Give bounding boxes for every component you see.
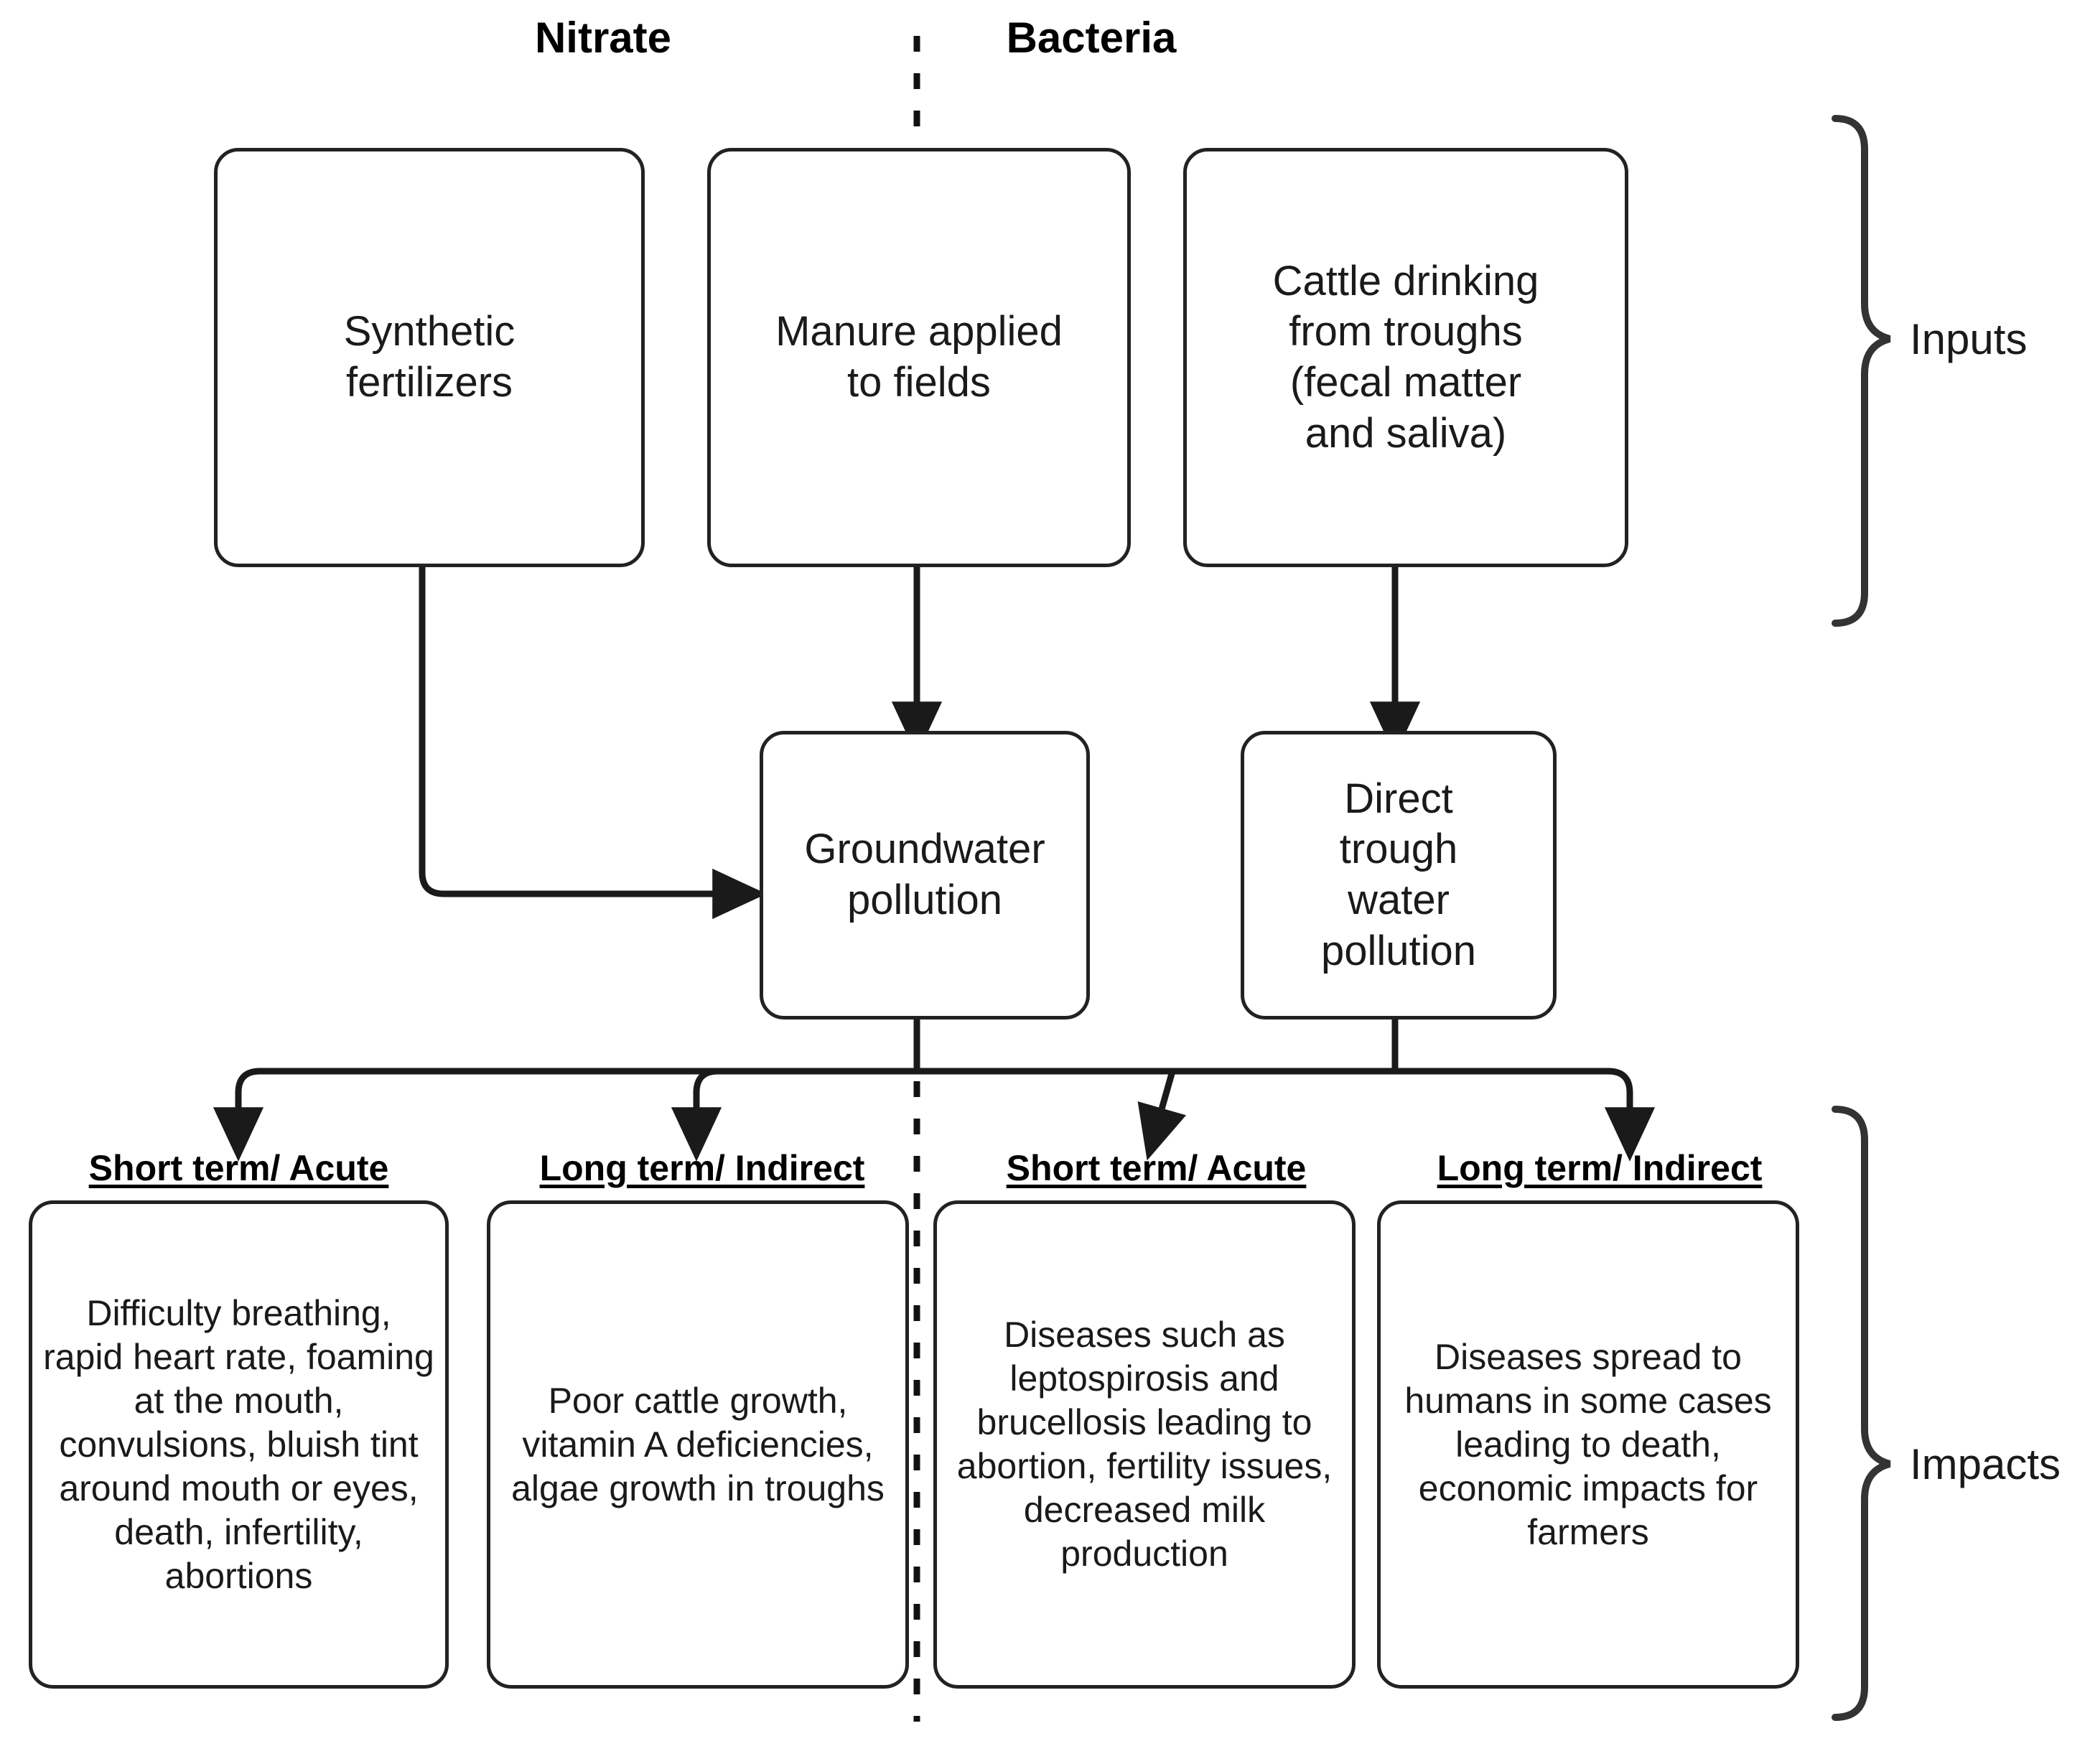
node-direct-trough-water-pollution-label: Direct trough water pollution — [1320, 775, 1477, 974]
impact-header-bacteria-long-term: Long term/ Indirect — [1437, 1148, 1763, 1188]
node-synthetic-fertilizers[interactable]: Synthetic fertilizers — [214, 148, 645, 567]
node-impact-nitrate-short-term-body: Difficulty breathing, rapid heart rate, … — [43, 1292, 434, 1596]
node-groundwater-pollution-label: Groundwater pollution — [804, 826, 1045, 923]
connector-bus-to-bacteria-long-term — [1604, 1068, 1656, 1162]
node-impact-nitrate-long-term-body: Poor cattle growth, vitamin A deficienci… — [511, 1380, 885, 1508]
node-impact-bacteria-short-term[interactable]: Diseases such as leptospirosis and bruce… — [933, 1200, 1356, 1689]
impacts-brace — [1832, 1106, 1891, 1721]
node-manure-applied-label: Manure applied to fields — [775, 308, 1063, 406]
node-cattle-drinking[interactable]: Cattle drinking from troughs (fecal matt… — [1183, 148, 1628, 567]
tier-label-impacts: Impacts — [1910, 1440, 2061, 1488]
node-groundwater-pollution[interactable]: Groundwater pollution — [760, 731, 1090, 1019]
impact-header-nitrate-short-term: Short term/ Acute — [88, 1148, 389, 1188]
connector-bus-to-bacteria-short-term — [1137, 1070, 1187, 1161]
connector-bus-to-nitrate-short-term — [213, 1068, 264, 1162]
node-impact-bacteria-long-term-body: Diseases spread to humans in some cases … — [1404, 1336, 1772, 1552]
inputs-brace — [1832, 115, 1891, 627]
node-impact-bacteria-long-term[interactable]: Diseases spread to humans in some cases … — [1377, 1200, 1799, 1689]
column-header-bacteria: Bacteria — [1006, 14, 1177, 62]
node-cattle-drinking-label: Cattle drinking from troughs (fecal matt… — [1272, 257, 1539, 457]
node-synthetic-fertilizers-label: Synthetic fertilizers — [343, 308, 515, 406]
connector-fertilizers-to-groundwater — [419, 567, 767, 920]
impact-header-nitrate-long-term: Long term/ Indirect — [539, 1148, 865, 1188]
node-impact-nitrate-short-term[interactable]: Difficulty breathing, rapid heart rate, … — [29, 1200, 449, 1689]
node-direct-trough-water-pollution[interactable]: Direct trough water pollution — [1241, 731, 1557, 1019]
node-impact-nitrate-long-term[interactable]: Poor cattle growth, vitamin A deficienci… — [487, 1200, 909, 1689]
connector-bus-to-nitrate-long-term — [671, 1068, 722, 1162]
node-impact-bacteria-short-term-body: Diseases such as leptospirosis and bruce… — [956, 1315, 1333, 1574]
impact-header-bacteria-short-term: Short term/ Acute — [1006, 1148, 1307, 1188]
tier-label-inputs: Inputs — [1910, 315, 2028, 363]
column-header-nitrate: Nitrate — [534, 14, 672, 62]
node-manure-applied[interactable]: Manure applied to fields — [707, 148, 1131, 567]
